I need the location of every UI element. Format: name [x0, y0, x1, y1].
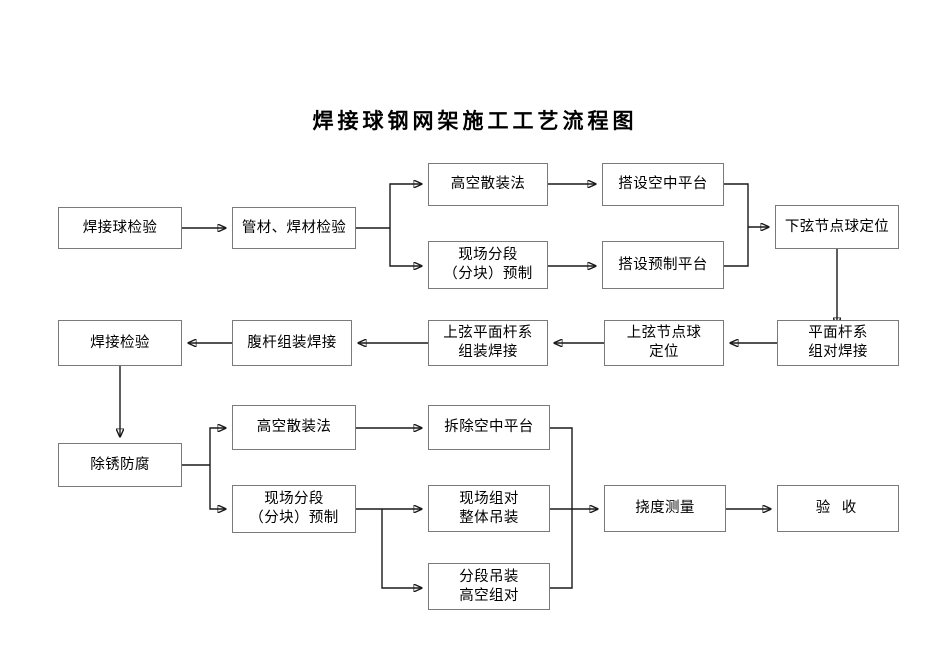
connector-n18-merge: [550, 509, 573, 589]
process-box-n17[interactable]: 现场组对 整体吊装: [428, 485, 550, 532]
process-box-n14[interactable]: 高空散装法: [232, 405, 356, 450]
page-title: 焊接球钢网架施工工艺流程图: [312, 109, 638, 133]
process-box-n3[interactable]: 高空散装法: [428, 163, 548, 206]
connector-n15-to-n18: [381, 509, 422, 588]
connector-n2-to-n4: [389, 228, 422, 266]
process-box-n19[interactable]: 挠度测量: [604, 485, 726, 532]
process-box-n6[interactable]: 搭设预制平台: [602, 241, 724, 289]
connector-n5-merge: [724, 183, 749, 227]
connector-n16-merge: [550, 427, 573, 509]
process-box-n15[interactable]: 现场分段 （分块）预制: [232, 485, 356, 533]
connector-n2-to-n3: [389, 184, 422, 228]
process-box-n13[interactable]: 除锈防腐: [58, 443, 182, 487]
process-box-n8[interactable]: 平面杆系 组对焊接: [777, 320, 899, 366]
process-box-n11[interactable]: 腹杆组装焊接: [232, 320, 352, 366]
process-box-n1[interactable]: 焊接球检验: [58, 207, 182, 249]
process-box-n7[interactable]: 下弦节点球定位: [775, 205, 899, 249]
process-box-n10[interactable]: 上弦平面杆系 组装焊接: [428, 320, 548, 366]
connector-n6-merge: [724, 227, 749, 267]
process-box-n20[interactable]: 验 收: [777, 485, 899, 532]
process-box-n5[interactable]: 搭设空中平台: [602, 163, 724, 206]
connector-n13-to-n15: [209, 465, 226, 509]
connector-n13-to-n14: [209, 428, 226, 465]
process-box-n12[interactable]: 焊接检验: [58, 320, 182, 366]
process-box-n4[interactable]: 现场分段 （分块）预制: [428, 241, 548, 289]
process-box-n9[interactable]: 上弦节点球 定位: [604, 320, 724, 366]
process-box-n2[interactable]: 管材、焊材检验: [232, 207, 356, 249]
process-box-n18[interactable]: 分段吊装 高空组对: [428, 563, 550, 610]
process-box-n16[interactable]: 拆除空中平台: [428, 405, 550, 450]
